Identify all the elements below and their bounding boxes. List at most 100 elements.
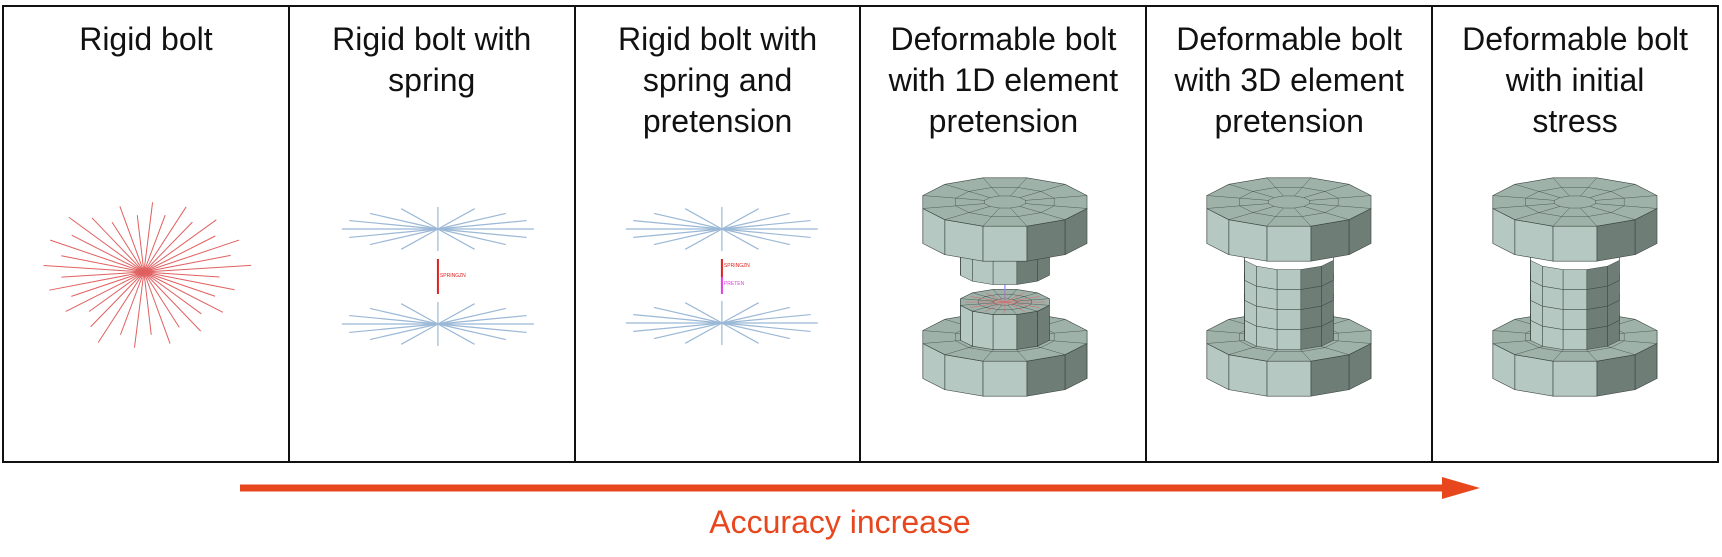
- rigid-link-line: [143, 202, 154, 273]
- upper-spider-line: [721, 212, 790, 230]
- upper-spider-line: [721, 228, 790, 246]
- upper-head-mesh-line: [923, 195, 985, 201]
- panel-deformable-bolt-3d: Deformable bolt with 3D element pretensi…: [1147, 7, 1434, 461]
- bolt-3d-upper-head-mesh-line: [1304, 184, 1350, 198]
- rigid-link-line: [61, 271, 144, 278]
- pretension-label: PRETEN: [724, 281, 745, 287]
- bolt-3d-shank-face: [1300, 325, 1323, 350]
- lower-spider-line: [369, 307, 438, 325]
- rigid-link-line: [143, 271, 235, 291]
- bolt-stress-lower-head-side-face: [1514, 354, 1554, 397]
- bolt-stress-upper-head-side-face: [1514, 219, 1554, 262]
- rigid-link-line: [143, 239, 240, 273]
- upper-head-side-face: [944, 219, 984, 262]
- lower-stub-side-face: [1017, 310, 1039, 350]
- lower-spider-line: [437, 303, 475, 325]
- upper-spider-line: [721, 228, 759, 250]
- bolt-3d-upper-head-mesh-line: [1229, 184, 1275, 198]
- upper-spider-line: [684, 228, 722, 250]
- lower-spider-line: [632, 322, 722, 333]
- bolt-stress-upper-head-mesh-line: [1590, 184, 1636, 198]
- bolt-3d-upper-head-mesh-line: [1294, 177, 1312, 197]
- rigid-link-line: [90, 271, 145, 328]
- rigid-link-line: [143, 271, 216, 297]
- lower-stub-mesh-line: [993, 305, 1003, 315]
- lower-stub-mesh-line: [1013, 304, 1038, 312]
- rigid-link-line: [143, 235, 216, 273]
- lower-stub-mesh-ring: [978, 294, 1033, 310]
- coupling-line: [985, 292, 1006, 303]
- coupling-line: [1005, 292, 1026, 303]
- lower-stub-mesh-line: [972, 292, 998, 300]
- lower-stub-mesh-line: [1013, 292, 1038, 300]
- upper-spider-line: [437, 228, 475, 250]
- bolt-stress-shank-face: [1542, 325, 1564, 350]
- bolt-stress-lower-head-side-face: [1552, 360, 1598, 397]
- rigid-link-line: [61, 255, 145, 273]
- bolt-stress-upper-head-mesh-line: [1552, 177, 1570, 197]
- upper-head-mesh-ring: [984, 195, 1027, 209]
- bolt-stress-upper-head-mesh-line: [1514, 184, 1561, 198]
- bolt-3d-upper-head-mesh-ring: [1268, 195, 1310, 209]
- lower-spider-line: [721, 313, 811, 324]
- deformable-bolt-initial-stress-mesh: [1492, 177, 1658, 397]
- upper-head-mesh-line: [1020, 206, 1066, 220]
- panel-title: Rigid bolt: [79, 21, 213, 57]
- rigid-link-line: [43, 264, 144, 273]
- lower-stub-mesh-line: [960, 302, 995, 306]
- bolt-stress-shank-face: [1542, 305, 1564, 330]
- lower-spider-line: [684, 322, 722, 344]
- upper-head-mesh-line: [945, 184, 991, 198]
- panel-title: Rigid bolt with spring: [332, 21, 532, 98]
- lower-spider-line: [632, 313, 722, 324]
- lower-spider-line: [400, 303, 439, 325]
- rigid-link-line: [143, 271, 152, 335]
- upper-head-mesh-line: [1025, 195, 1088, 201]
- upper-spider-line: [348, 219, 438, 230]
- rigid-link-line: [143, 264, 252, 273]
- panel-title: Deformable bolt with initial stress: [1462, 21, 1688, 139]
- upper-spider-line: [437, 219, 527, 230]
- bolt-3d-upper-head-mesh-line: [1229, 206, 1275, 220]
- bolt-3d-upper-head-mesh-line: [1294, 207, 1312, 227]
- bolt-stress-shank-face: [1542, 265, 1564, 290]
- upper-spider-line: [369, 228, 438, 246]
- coupling-line: [985, 301, 1006, 312]
- lower-stub-mesh-line: [1008, 289, 1018, 299]
- rigid-link-line: [97, 271, 145, 343]
- upper-spider-line: [437, 208, 475, 230]
- bolt-stress-upper-head-mesh-line: [1595, 203, 1658, 209]
- rigid-link-line: [119, 206, 145, 273]
- lower-spider-line: [684, 302, 722, 324]
- bolt-3d-shank-face: [1277, 289, 1302, 310]
- lower-spider-line: [721, 302, 759, 324]
- rigid-link-line: [143, 271, 224, 313]
- panel-title: Deformable bolt with 1D element pretensi…: [888, 21, 1119, 139]
- lower-head-side-face: [944, 354, 984, 397]
- upper-spider-line: [721, 208, 759, 230]
- upper-spider-line: [437, 228, 506, 246]
- lower-spider-line: [653, 306, 722, 324]
- spring-label: SPRINGZN: [724, 263, 750, 269]
- coupling-line: [970, 296, 1006, 303]
- upper-spider-line: [369, 212, 438, 230]
- bolt-3d-upper-head-mesh-ring: [1239, 187, 1339, 217]
- bolt-3d-shank-face: [1256, 325, 1278, 350]
- bolt-stress-upper-head-mesh-line: [1552, 207, 1570, 227]
- bolt-3d-upper-head-side-face: [1228, 219, 1268, 262]
- upper-head-mesh-ring: [955, 187, 1055, 217]
- rigid-link-line: [111, 221, 145, 273]
- bolt-3d-lower-head-side-face: [1228, 354, 1268, 397]
- panel-deformable-bolt-initial-stress: Deformable bolt with initial stress: [1433, 7, 1717, 461]
- lower-stub-mesh-line: [1008, 305, 1018, 315]
- lower-spider-line: [348, 314, 438, 325]
- upper-head-mesh-line: [1010, 207, 1028, 227]
- bolt-stress-upper-head-mesh-line: [1492, 203, 1555, 209]
- upper-head-side-face: [983, 225, 1028, 262]
- upper-spider-line: [437, 228, 527, 239]
- bolt-stress-shank-face: [1562, 289, 1588, 310]
- upper-head-mesh-line: [983, 207, 1001, 227]
- lower-stub-mesh-line: [1016, 298, 1050, 302]
- bolt-stress-shank-face: [1562, 269, 1588, 290]
- bolt-stress-upper-head-side-face: [1552, 225, 1598, 262]
